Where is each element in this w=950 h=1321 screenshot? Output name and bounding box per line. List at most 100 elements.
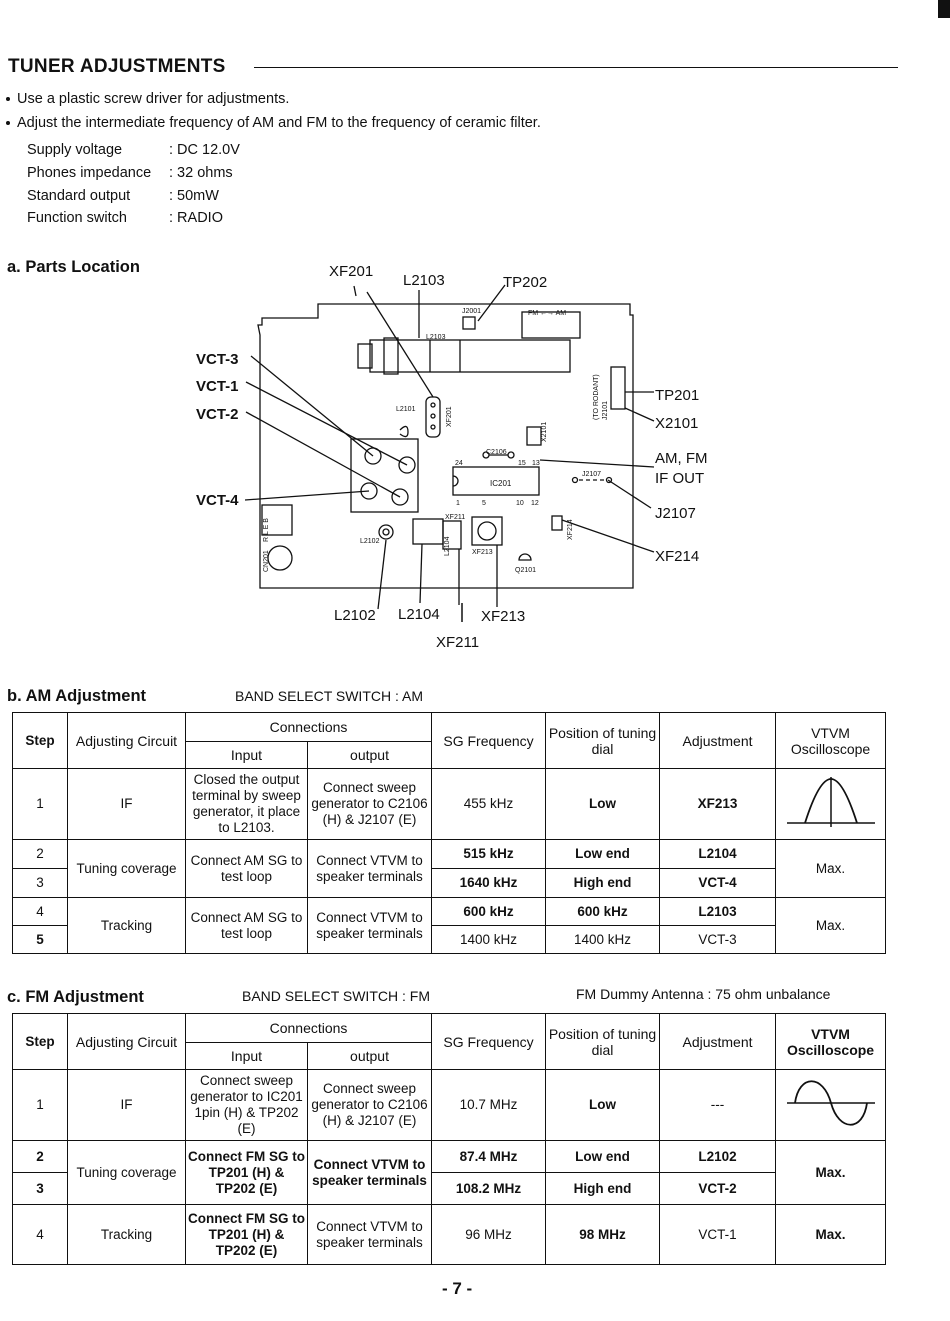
spec-row: Supply voltage: DC 12.0V: [27, 142, 240, 158]
header-step: Step: [12, 1013, 68, 1070]
spec-value: : DC 12.0V: [169, 142, 240, 158]
xf214-filter: [551, 515, 563, 531]
header-adjustment: Adjustment: [659, 1013, 777, 1070]
pcb-label-l2104: L2104: [398, 606, 440, 623]
leader-l2104: [419, 543, 423, 604]
leader-tp202: [477, 284, 506, 322]
bullet-item: Use a plastic screw driver for adjustmen…: [6, 91, 289, 107]
page-title: TUNER ADJUSTMENTS: [8, 56, 226, 77]
step-cell: 4: [12, 897, 68, 926]
spec-key: Phones impedance: [27, 165, 152, 181]
output-cell: Connect VTVM to speaker terminals: [306, 1140, 433, 1205]
table-row: 3 1640 kHz High end VCT-4: [12, 868, 886, 898]
coil-l2103: [383, 337, 399, 375]
xf213-filter: [471, 516, 503, 546]
pcb-label-xf211: XF211: [436, 634, 479, 651]
header-dial-position: Position of tuning dial: [545, 712, 661, 769]
step-cell: 5: [12, 925, 68, 954]
board-text: X2101: [541, 422, 548, 442]
header-connections: Connections: [184, 712, 433, 742]
pcb-label-tp202: TP202: [503, 274, 547, 291]
board-text: CN201: [263, 550, 270, 572]
waveform-cell: [775, 768, 887, 840]
leader-vct2: [245, 411, 401, 498]
header-output: output: [306, 1042, 433, 1070]
input-cell: Connect AM SG to test loop: [185, 897, 308, 954]
board-text: L2101: [396, 406, 416, 413]
sg-cell: 455 kHz: [431, 768, 547, 840]
vtvm-cell: Max.: [775, 1204, 887, 1265]
spec-value: : RADIO: [169, 210, 223, 226]
dial-cell: Low end: [545, 839, 661, 869]
output-cell: Connect sweep generator to C2106 (H) & J…: [306, 1069, 433, 1141]
board-text: XF211: [445, 514, 465, 521]
adjustment-cell: L2102: [659, 1140, 777, 1173]
board-text: C2106: [486, 449, 507, 456]
board-text: FM ←→ AM: [528, 310, 566, 317]
bullet-text: Use a plastic screw driver for adjustmen…: [17, 91, 290, 107]
adjustment-cell: VCT-1: [659, 1204, 777, 1265]
board-text: L2103: [426, 334, 446, 341]
table-row: 1 IF Closed the output terminal by sweep…: [12, 768, 887, 840]
pcb-label-l2102: L2102: [334, 607, 376, 624]
table-row: 4 Tracking Connect FM SG to TP201 (H) & …: [12, 1204, 887, 1265]
circuit-cell: Tracking: [67, 897, 186, 954]
cn201-round: [267, 545, 293, 571]
waveform-cell: [775, 1069, 887, 1141]
board-text: L2102: [360, 538, 380, 545]
q2101-transistor: [518, 553, 532, 561]
table-row: 1 IF Connect sweep generator to IC201 1p…: [12, 1069, 887, 1141]
input-cell: Connect FM SG to TP201 (H) & TP202 (E): [185, 1140, 308, 1205]
pcb-label-vct2: VCT-2: [196, 406, 239, 423]
board-text: J2101: [602, 401, 609, 420]
dial-cell: 600 kHz: [545, 897, 661, 926]
circuit-cell: Tuning coverage: [67, 1140, 186, 1205]
circuit-cell: IF: [67, 1069, 186, 1141]
pcb-label-vct3: VCT-3: [196, 351, 239, 368]
input-cell: Connect sweep generator to IC201 1pin (H…: [185, 1069, 308, 1141]
board-text: IC201: [490, 479, 512, 488]
header-input: Input: [185, 1042, 308, 1070]
output-cell: Connect VTVM to speaker terminals: [306, 1204, 433, 1265]
sg-cell: 1400 kHz: [431, 925, 547, 954]
cn201-connector: [261, 504, 293, 536]
step-cell: 2: [12, 1140, 68, 1173]
header-circuit: Adjusting Circuit: [67, 1013, 186, 1070]
fm-adjustment-table: Step Adjusting Circuit Connections SG Fr…: [12, 1013, 887, 1265]
leader-xf214: [561, 519, 655, 553]
am-adjustment-table: Step Adjusting Circuit Connections SG Fr…: [12, 712, 887, 954]
header-dial-position: Position of tuning dial: [545, 1013, 661, 1070]
table-row: 2 Tuning coverage Connect AM SG to test …: [12, 839, 887, 898]
l2102-coil: [378, 524, 394, 540]
table-row: 4 Tracking Connect AM SG to test loop Co…: [12, 897, 887, 954]
pcb-label-tp201: TP201: [655, 387, 699, 404]
pcb-outline: [257, 303, 634, 589]
step-cell: 3: [12, 1172, 68, 1205]
sg-cell: 1640 kHz: [431, 868, 547, 898]
spec-row: Phones impedance : 32 ohms: [27, 165, 233, 181]
sg-cell: 10.7 MHz: [431, 1069, 547, 1141]
pcb-diagram: J2001 FM ←→ AM L2103 L2101 C2106 IC201 2…: [196, 263, 708, 651]
board-text: XF201: [446, 406, 453, 427]
fm-band-select: BAND SELECT SWITCH : FM: [242, 988, 430, 1004]
vct-block: [350, 438, 419, 513]
j2001-switch: [462, 316, 476, 330]
leader-vct4: [244, 490, 370, 501]
dial-cell: Low end: [545, 1140, 661, 1173]
am-section-title: b. AM Adjustment: [7, 687, 147, 705]
header-input: Input: [185, 741, 308, 769]
spec-value: : 32 ohms: [169, 165, 233, 181]
leader-amfm: [539, 459, 655, 468]
dial-cell: Low: [545, 768, 661, 840]
pcb-label-j2107: J2107: [655, 505, 696, 522]
table-row: 2 Tuning coverage Connect FM SG to TP201…: [12, 1140, 887, 1205]
table-row: 5 1400 kHz 1400 kHz VCT-3: [12, 925, 886, 954]
circuit-cell: Tracking: [67, 1204, 186, 1265]
page-number: - 7 -: [442, 1279, 473, 1298]
sg-cell: 87.4 MHz: [431, 1140, 547, 1173]
ic201-chip: [452, 466, 540, 496]
tp201-connector: [610, 366, 626, 410]
l2101-coil: [399, 425, 409, 438]
spec-value: : 50mW: [169, 188, 219, 204]
pcb-label-vct4: VCT-4: [196, 492, 239, 509]
